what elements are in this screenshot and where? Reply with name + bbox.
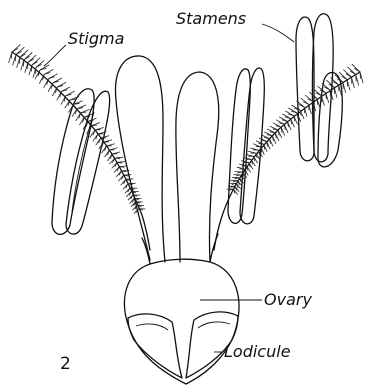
palea-outline	[116, 56, 219, 262]
left-stamen	[52, 89, 110, 235]
stamens-label: Stamens	[176, 9, 246, 28]
ovary	[124, 234, 238, 384]
ovary-label: Ovary	[264, 290, 312, 309]
lodicules	[128, 312, 238, 378]
lodicule-label: Lodicule	[224, 342, 291, 361]
figure-number: 2	[60, 354, 71, 374]
leader-lines	[44, 24, 294, 352]
stigma-label: Stigma	[68, 29, 124, 48]
